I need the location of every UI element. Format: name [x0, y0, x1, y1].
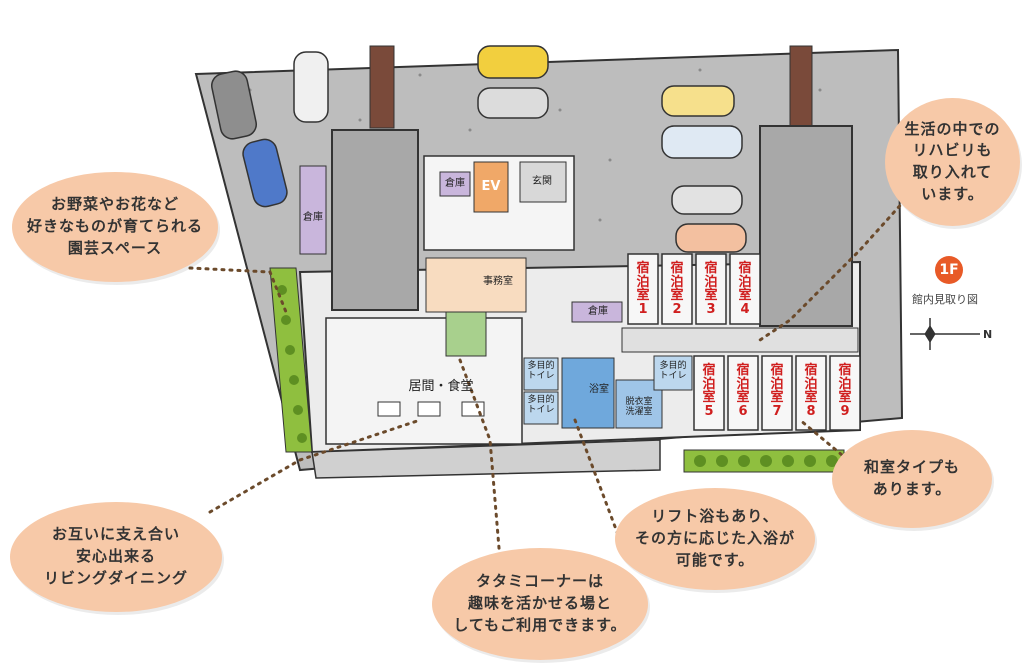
garden-plants [277, 285, 307, 443]
multi-toilet-1-label: 多目的 トイレ [527, 361, 555, 381]
multi-toilet-room-1 [523, 357, 559, 391]
guest-room-9-label: 宿 泊 室 [838, 363, 852, 406]
guest-room-1-num: 1 [638, 301, 648, 317]
brick-column-2 [789, 45, 813, 127]
guest-room-2-num: 2 [672, 301, 682, 317]
gravel-texture [248, 68, 822, 222]
tatami-callout: タタミコーナーは 趣味を活かせる場と してもご利用できます。 [432, 548, 648, 660]
guest-room-5-label: 宿 泊 室 [702, 363, 716, 406]
storage-top-label: 倉庫 [445, 178, 465, 189]
hedge-plants [694, 455, 838, 467]
corridor [621, 327, 859, 353]
right-tower [759, 125, 853, 327]
storage-mid-room [571, 301, 623, 323]
office-room [425, 257, 527, 313]
brick-column-1 [369, 45, 395, 129]
dining-tables [377, 401, 485, 417]
ev-label: EV [481, 179, 501, 194]
guest-room-5-num: 5 [704, 403, 714, 419]
multi-toilet-2-label: 多目的 トイレ [527, 395, 555, 415]
building-base [311, 439, 661, 479]
guest-room-8-label: 宿 泊 室 [804, 363, 818, 406]
multi-toilet-room-2 [523, 391, 559, 425]
ev-shaft [473, 161, 509, 213]
tatami-corner [445, 311, 487, 357]
guest-room-3-num: 3 [706, 301, 716, 317]
guest-room-row-1 [627, 253, 761, 325]
guest-room-3-label: 宿 泊 室 [704, 261, 718, 304]
map-title: 館内見取り図 [912, 293, 978, 306]
compass-north-label: N [983, 328, 993, 341]
storage-left-label: 倉庫 [303, 212, 323, 223]
multi-toilet-3-label: 多目的 トイレ [659, 361, 687, 381]
guest-room-6-num: 6 [738, 403, 748, 419]
office-label: 事務室 [483, 276, 513, 287]
guest-room-4-num: 4 [740, 301, 750, 317]
living-dining-room [325, 317, 523, 445]
guest-room-9-num: 9 [840, 403, 850, 419]
entrance-label: 玄関 [532, 176, 552, 187]
guest-room-7-label: 宿 泊 室 [770, 363, 784, 406]
storage-left-room [299, 165, 327, 255]
floor-badge: 1F [935, 256, 963, 284]
bath-room [561, 357, 615, 429]
bath-label: 浴室 [589, 384, 609, 395]
guest-room-2-label: 宿 泊 室 [670, 261, 684, 304]
entrance-area [519, 161, 567, 203]
washitsu-callout: 和室タイプも あります。 [832, 430, 992, 528]
parked-cars [211, 45, 747, 253]
guest-room-1-label: 宿 泊 室 [636, 261, 650, 304]
guest-room-row-2 [693, 355, 861, 431]
guest-room-6-label: 宿 泊 室 [736, 363, 750, 406]
callout-leaders [188, 198, 907, 562]
bath-callout: リフト浴もあり、 その方に応じた入浴が 可能です。 [615, 488, 815, 590]
guest-room-7-num: 7 [772, 403, 782, 419]
living-dining-label: 居間・食堂 [408, 379, 474, 394]
dressing-laundry-label: 脱衣室 洗濯室 [625, 397, 653, 417]
garden-callout: お野菜やお花など 好きなものが育てられる 園芸スペース [12, 172, 218, 282]
storage-mid-label: 倉庫 [588, 306, 608, 317]
living-callout: お互いに支え合い 安心出来る リビングダイニング [10, 502, 222, 612]
storage-top-room [439, 171, 471, 197]
left-tower [331, 129, 419, 311]
rehab-callout: 生活の中での リハビリも 取り入れて います。 [885, 98, 1020, 226]
guest-room-8-num: 8 [806, 403, 816, 419]
guest-room-4-label: 宿 泊 室 [738, 261, 752, 304]
multi-toilet-room-3 [653, 355, 693, 391]
compass-icon [910, 318, 980, 350]
